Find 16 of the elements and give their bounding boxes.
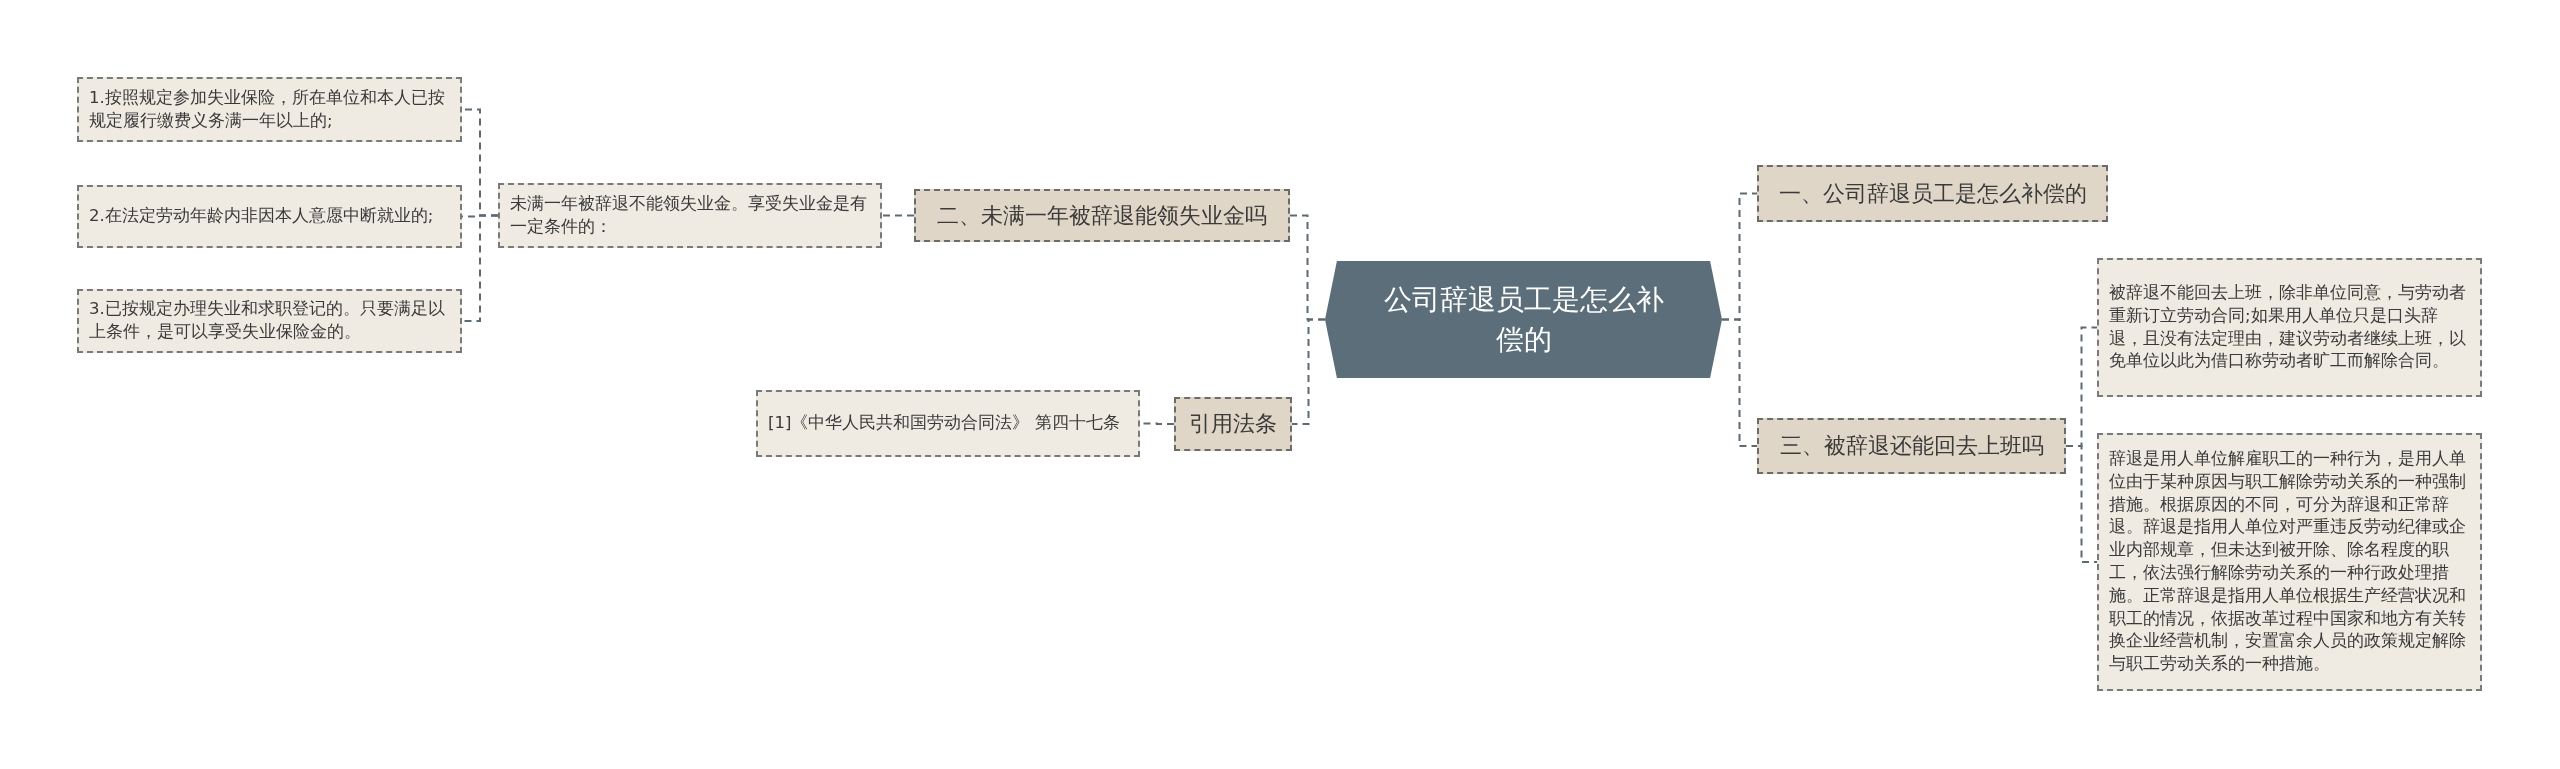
note-box: [1]《中华人民共和国劳动合同法》 第四十七条 [756, 390, 1140, 457]
central-topic: 公司辞退员工是怎么补偿的 [1325, 261, 1722, 378]
topic-box: 三、被辞退还能回去上班吗 [1757, 418, 2066, 474]
topic-box: 二、未满一年被辞退能领失业金吗 [914, 189, 1290, 242]
note-box: 2.在法定劳动年龄内非因本人意愿中断就业的; [77, 185, 462, 248]
topic-box: 一、公司辞退员工是怎么补偿的 [1757, 165, 2108, 222]
note-box: 3.已按规定办理失业和求职登记的。只要满足以上条件，是可以享受失业保险金的。 [77, 289, 462, 353]
topic-box: 引用法条 [1174, 397, 1292, 451]
connector-line [1721, 318, 1758, 447]
note-box: 未满一年被辞退不能领失业金。享受失业金是有一定条件的： [498, 183, 882, 248]
note-box: 被辞退不能回去上班，除非单位同意，与劳动者重新订立劳动合同;如果用人单位只是口头辞退，且没有法定理由，建议劳动者继续上班，以免单位以此为借口称劳动者旷工而解除合同。 [2097, 258, 2482, 397]
connector-line [2065, 445, 2098, 563]
connector-line [1291, 318, 1326, 425]
note-box: 辞退是用人单位解雇职工的一种行为，是用人单位由于某种原因与职工解除劳动关系的一种强制措施。根据原因的不同，可分为辞退和正常辞退。辞退是指用人单位对严重违反劳动纪律或企业内部规章，但未达到被开除、除名程度的职工，依法强行解除劳动关系的一种行政处理措施。正常辞退是指用人单位根据生产经营状况和职工的情况，依据改革过程中国家和地方有关转换企业经营机制，安置富余人员的政策规定解除与职工劳动关系的一种措施。 [2097, 433, 2482, 691]
connector-line [881, 214, 915, 217]
note-box: 1.按照规定参加失业保险，所在单位和本人已按规定履行缴费义务满一年以上的; [77, 77, 462, 142]
